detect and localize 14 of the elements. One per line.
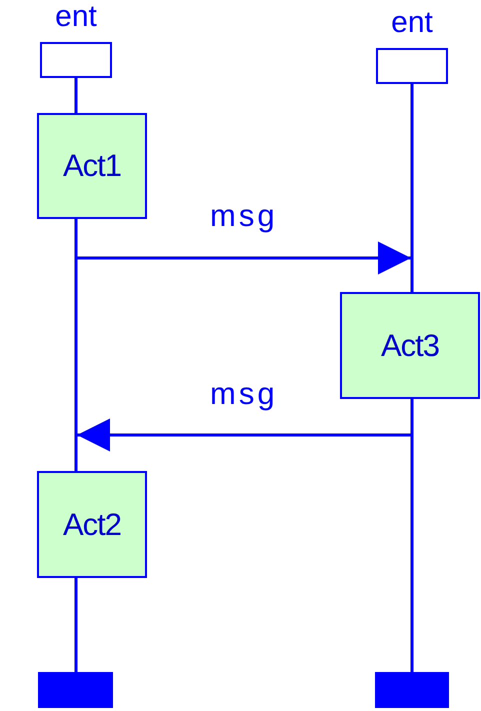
message-arrow [76, 242, 411, 274]
lifeline [74, 578, 78, 672]
lifeline [74, 219, 78, 471]
lifeline [74, 78, 78, 113]
message-arrow [77, 418, 412, 452]
action-box: Act2 [37, 471, 147, 578]
action-box: Act3 [340, 292, 480, 399]
end-bar [38, 672, 113, 708]
lifeline [410, 399, 414, 672]
entity-name: ent [390, 8, 434, 38]
entity-name: ent [54, 2, 98, 32]
lifeline [410, 84, 414, 292]
action-box: Act1 [37, 113, 147, 219]
end-bar [375, 672, 449, 708]
